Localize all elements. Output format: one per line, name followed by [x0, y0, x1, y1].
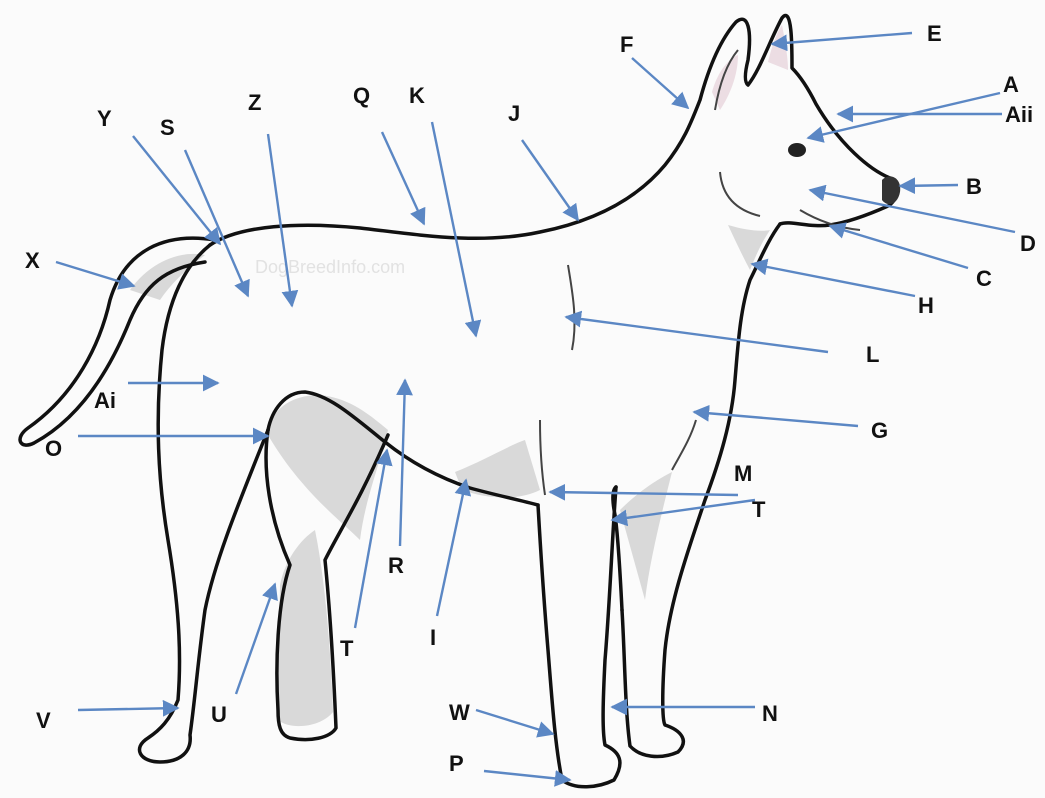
arrow-P — [483, 769, 572, 787]
label-U: U — [211, 702, 227, 727]
arrow-B — [898, 177, 959, 195]
arrow-V — [77, 699, 180, 717]
label-Q: Q — [353, 83, 370, 108]
label-X: X — [25, 248, 40, 273]
arrow-E — [770, 31, 913, 52]
arrow-A — [806, 91, 1001, 143]
arrow-W — [475, 708, 555, 738]
label-V: V — [36, 708, 51, 733]
label-A: A — [1003, 72, 1019, 97]
arrow-C — [828, 222, 969, 270]
label-C: C — [976, 266, 992, 291]
arrow-H — [750, 258, 916, 298]
arrow-T1 — [610, 498, 756, 527]
label-T-rear: T — [340, 636, 354, 661]
arrow-J — [521, 139, 579, 222]
label-W: W — [449, 700, 470, 725]
label-G: G — [871, 418, 888, 443]
arrow-M — [548, 483, 739, 501]
arrow-X — [55, 260, 136, 290]
label-L: L — [866, 342, 879, 367]
label-D: D — [1020, 231, 1036, 256]
dog-outline — [18, 13, 901, 789]
label-M: M — [734, 461, 752, 486]
arrow-Q — [380, 131, 426, 226]
arrow-G — [692, 404, 859, 428]
label-Z: Z — [248, 90, 261, 115]
label-Y: Y — [97, 106, 112, 131]
label-J: J — [508, 101, 520, 126]
label-N: N — [762, 701, 778, 726]
annotation-arrows — [55, 31, 1016, 787]
arrow-S — [183, 149, 250, 298]
arrow-D — [808, 184, 1016, 234]
label-Ai: Ai — [94, 388, 116, 413]
arrow-U — [234, 582, 278, 695]
label-T-front: T — [752, 497, 766, 522]
label-R: R — [388, 553, 404, 578]
arrow-F — [631, 57, 690, 110]
label-K: K — [409, 83, 425, 108]
label-Aii: Aii — [1005, 102, 1033, 127]
label-O: O — [45, 436, 62, 461]
annotation-labels: E F A Aii B D C H J K Q Z S Y X Ai O L G… — [25, 21, 1036, 776]
arrow-I — [435, 478, 472, 617]
label-E: E — [927, 21, 942, 46]
dog-shading — [130, 25, 788, 727]
label-S: S — [160, 115, 175, 140]
label-P: P — [449, 751, 464, 776]
arrow-R — [396, 378, 413, 547]
label-B: B — [966, 174, 982, 199]
arrow-T2 — [353, 448, 393, 629]
arrow-K — [430, 121, 482, 338]
label-I: I — [430, 625, 436, 650]
arrow-L — [564, 310, 829, 354]
watermark-text: DogBreedInfo.com — [255, 257, 405, 277]
label-F: F — [620, 32, 633, 57]
arrow-Z — [266, 133, 299, 308]
label-H: H — [918, 293, 934, 318]
arrow-Y — [132, 135, 222, 246]
